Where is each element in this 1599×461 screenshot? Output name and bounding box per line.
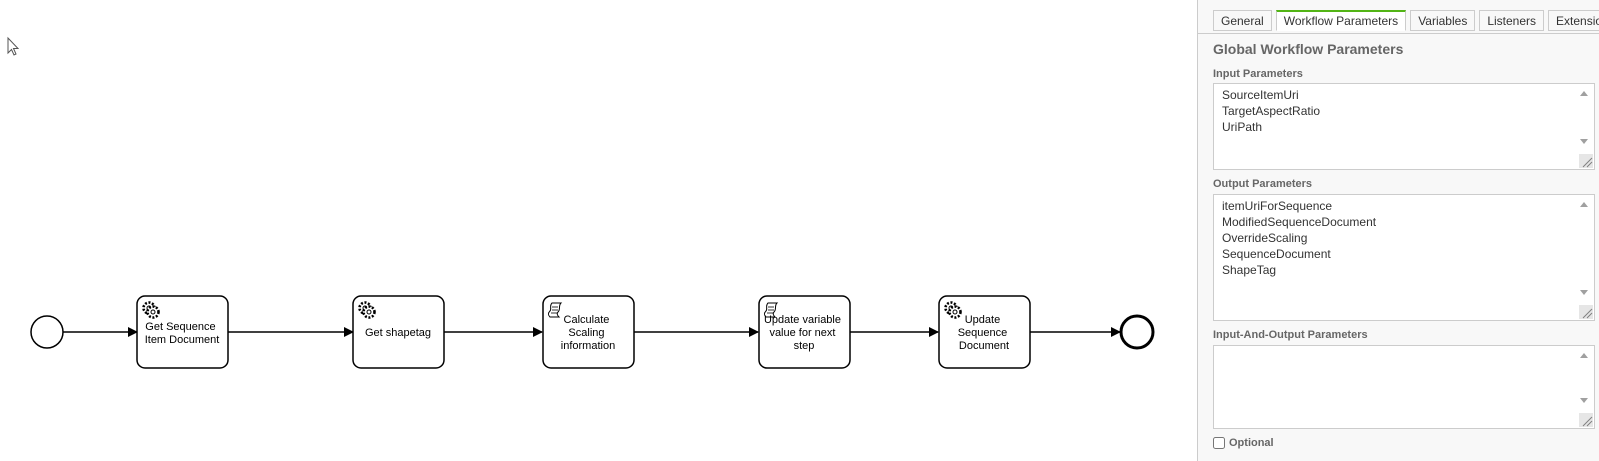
- list-item[interactable]: UriPath: [1222, 120, 1263, 134]
- task-label-line: Update variable: [764, 314, 841, 326]
- script-icon: [547, 302, 563, 318]
- task-label-line: Update: [965, 314, 1000, 326]
- task-label-line: Document: [959, 340, 1009, 352]
- task-label-line: step: [794, 340, 815, 352]
- task-label-line: value for next: [769, 327, 835, 339]
- gear-icon: [142, 301, 160, 319]
- task-calculate-scaling-information[interactable]: Calculate Scaling information: [542, 295, 635, 369]
- input-output-parameters-label: Input-And-Output Parameters: [1213, 329, 1368, 341]
- tab-general[interactable]: General: [1213, 10, 1272, 31]
- input-parameters-label: Input Parameters: [1213, 68, 1303, 80]
- script-icon: [763, 302, 779, 318]
- tab-listeners[interactable]: Listeners: [1479, 10, 1545, 31]
- task-label-line: Sequence: [958, 327, 1008, 339]
- optional-option[interactable]: Optional: [1213, 437, 1274, 449]
- gear-icon: [944, 301, 962, 319]
- list-item[interactable]: itemUriForSequence: [1222, 199, 1333, 213]
- task-label-line: Get shapetag: [365, 327, 431, 339]
- panel-tabs: General Workflow Parameters Variables Li…: [1213, 10, 1599, 34]
- svg-text:Update Sequence: Update Sequence Document: [958, 314, 1011, 352]
- scroll-down-icon[interactable]: [1580, 398, 1588, 403]
- list-item[interactable]: SourceItemUri: [1222, 88, 1299, 102]
- output-parameters-label: Output Parameters: [1213, 178, 1313, 190]
- start-event[interactable]: [30, 315, 64, 349]
- svg-text:Get shapetag: Get shapetag: [365, 327, 431, 339]
- task-update-sequence-document[interactable]: Update Sequence Document: [938, 295, 1031, 369]
- list-item[interactable]: TargetAspectRatio: [1222, 104, 1321, 118]
- tab-workflow-parameters[interactable]: Workflow Parameters: [1275, 10, 1407, 31]
- task-label-line: Scaling: [568, 327, 604, 339]
- panel-title: Global Workflow Parameters: [1213, 41, 1404, 57]
- svg-text:Get Sequence Item Do: Get Sequence Item Document: [145, 321, 220, 346]
- gear-icon: [358, 301, 376, 319]
- diagram-canvas[interactable]: Get Sequence Item Document Get shapetag: [0, 0, 1197, 461]
- task-get-shapetag[interactable]: Get shapetag: [352, 295, 445, 369]
- tab-extensions[interactable]: Extensions: [1548, 10, 1599, 31]
- tab-variables[interactable]: Variables: [1410, 10, 1476, 31]
- list-item[interactable]: ShapeTag: [1222, 263, 1277, 277]
- resize-handle-icon[interactable]: [1579, 413, 1593, 427]
- end-event[interactable]: [1119, 314, 1155, 350]
- tabs-divider: [1198, 33, 1599, 34]
- scroll-up-icon[interactable]: [1580, 353, 1588, 358]
- task-label-line: Item Document: [145, 334, 220, 346]
- diagram-svg[interactable]: Get Sequence Item Document Get shapetag: [0, 0, 1197, 461]
- scroll-down-icon[interactable]: [1580, 139, 1588, 144]
- properties-panel: General Workflow Parameters Variables Li…: [1197, 0, 1599, 461]
- optional-checkbox[interactable]: [1213, 437, 1225, 449]
- task-label-line: information: [561, 340, 615, 352]
- mouse-cursor-icon: [7, 36, 20, 56]
- input-parameters-list[interactable]: SourceItemUri TargetAspectRatio UriPath: [1213, 83, 1595, 170]
- task-get-sequence-item-document[interactable]: Get Sequence Item Document: [136, 295, 229, 369]
- output-parameters-list[interactable]: itemUriForSequence ModifiedSequenceDocum…: [1213, 194, 1595, 321]
- resize-handle-icon[interactable]: [1579, 154, 1593, 168]
- optional-label: Optional: [1229, 437, 1274, 449]
- task-update-variable-value[interactable]: Update variable value for next step: [758, 295, 851, 369]
- resize-handle-icon[interactable]: [1579, 305, 1593, 319]
- scroll-up-icon[interactable]: [1580, 202, 1588, 207]
- list-item[interactable]: ModifiedSequenceDocument: [1222, 215, 1377, 229]
- scroll-down-icon[interactable]: [1580, 290, 1588, 295]
- input-output-parameters-list[interactable]: [1213, 345, 1595, 429]
- svg-text:Update variable valu: Update variable value for next step: [764, 314, 844, 352]
- task-label-line: Calculate: [564, 314, 610, 326]
- scroll-up-icon[interactable]: [1580, 91, 1588, 96]
- task-label-line: Get Sequence: [145, 321, 215, 333]
- list-item[interactable]: SequenceDocument: [1222, 247, 1331, 261]
- list-item[interactable]: OverrideScaling: [1222, 231, 1308, 245]
- svg-text:Calculate Scaling: Calculate Scaling information: [561, 314, 615, 352]
